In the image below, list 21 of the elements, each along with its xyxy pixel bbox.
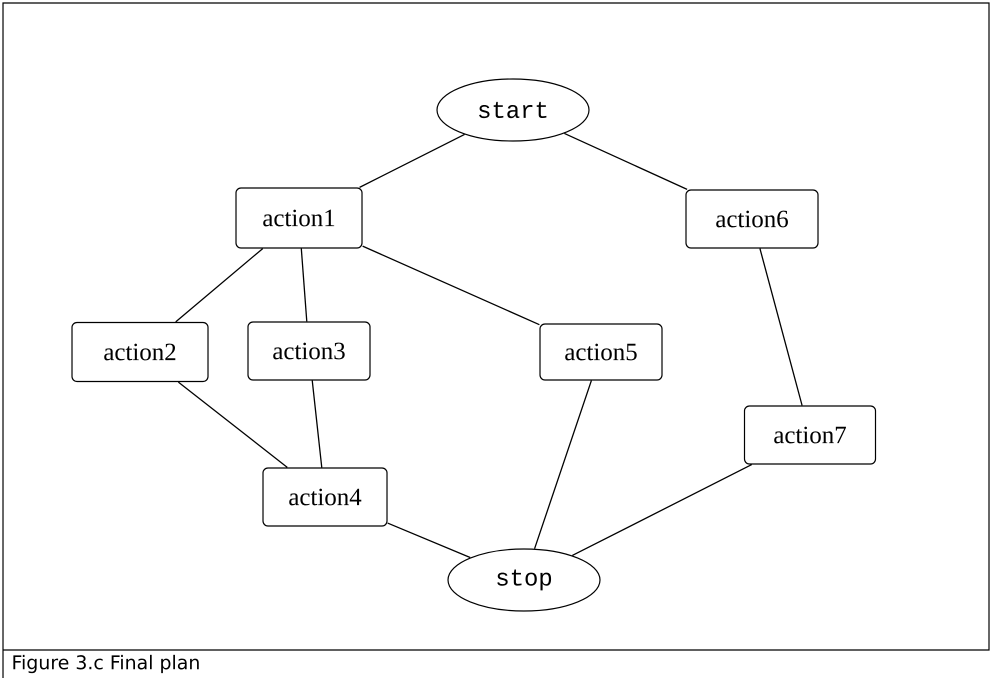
connector-line	[387, 522, 470, 558]
connector-line	[300, 248, 308, 322]
process-box: action4	[262, 467, 388, 527]
process-box: action2	[71, 322, 209, 382]
connector-line	[312, 380, 322, 468]
ellipse-node: stop	[447, 548, 601, 612]
process-box: action6	[685, 189, 819, 249]
process-box: action1	[235, 187, 363, 249]
process-box: action7	[744, 405, 876, 465]
connector-line	[178, 382, 288, 468]
process-box: action5	[539, 323, 663, 381]
caption: Figure 3.c Final plan	[13, 654, 199, 674]
connector-line	[534, 380, 592, 549]
connector-line	[759, 248, 803, 406]
connector-line	[362, 246, 540, 326]
connector-line	[359, 134, 465, 188]
connector-line	[564, 132, 688, 190]
connector-line	[175, 248, 264, 322]
ellipse-node: start	[436, 78, 590, 142]
process-box: action3	[247, 321, 371, 381]
connector-line	[572, 464, 752, 556]
